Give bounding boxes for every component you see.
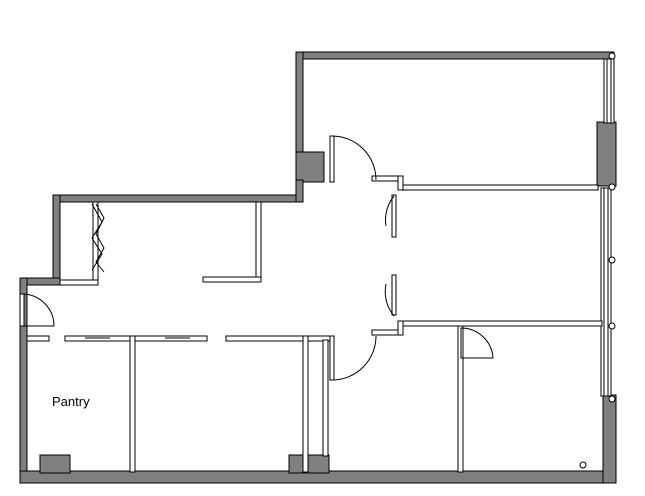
- door-swing-small-office: [460, 327, 494, 359]
- closet-bifold-doors: [95, 203, 105, 273]
- door-swing-upper: [331, 135, 377, 181]
- wall-upper-left: [295, 51, 304, 153]
- exterior-walls: [19, 51, 617, 484]
- partition-mid-vertical: [255, 201, 262, 283]
- wall-right-upper-pier: [596, 121, 617, 187]
- room-label-pantry: Pantry: [52, 394, 90, 409]
- wall-step-corner: [295, 179, 304, 203]
- door-swing-corridor-top: [385, 195, 395, 227]
- pier-bottom-mid: [288, 454, 330, 474]
- door-swing-entry: [21, 293, 55, 327]
- interior-partitions: [26, 175, 603, 473]
- doors: [19, 135, 494, 381]
- wall-top-right: [295, 51, 615, 60]
- door-swing-corridor-bottom: [384, 283, 395, 317]
- wall-mid-left: [52, 194, 61, 283]
- wall-pier-upper: [295, 151, 325, 183]
- partition-lower-right: [457, 325, 464, 473]
- pier-bottom-left: [39, 454, 71, 474]
- wall-step: [57, 194, 299, 203]
- partition-mid-office: [397, 320, 603, 327]
- window-strip-right: [600, 52, 616, 403]
- fixture-circle: [579, 461, 587, 469]
- partition-pantry-right: [129, 335, 136, 473]
- partition-upper-office: [397, 184, 599, 191]
- wall-right-lower: [602, 394, 617, 484]
- door-swing-lower: [331, 335, 377, 381]
- partition-office-right: [302, 335, 309, 473]
- wall-inner-lines: [26, 59, 304, 471]
